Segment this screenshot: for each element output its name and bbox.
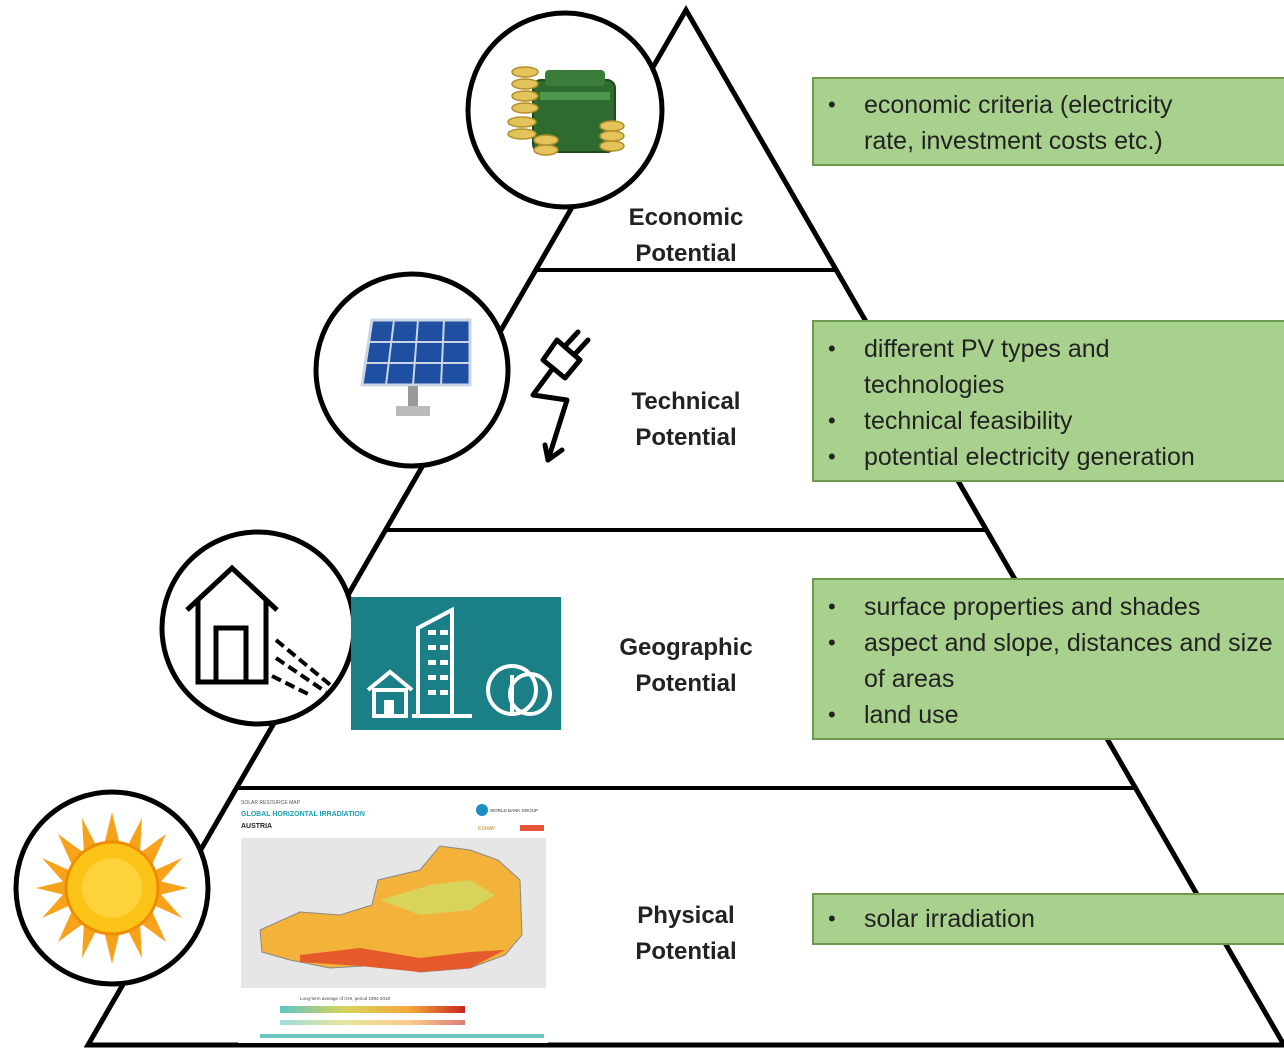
pyramid-outline xyxy=(83,5,1284,1048)
level-title-physical: Physical Potential xyxy=(586,898,786,970)
economic-criteria-box: economic criteria (electricity rate, inv… xyxy=(812,77,1284,166)
map-country: AUSTRIA xyxy=(241,823,272,830)
criteria-item: surface properties and shades xyxy=(828,589,1274,625)
world-bank-logo xyxy=(476,804,488,816)
buildings-icon xyxy=(351,597,561,730)
sun-icon xyxy=(13,789,211,987)
map-brand: WORLD BANK GROUP xyxy=(490,808,538,813)
plug-icon xyxy=(530,329,591,463)
criteria-item: land use xyxy=(828,697,1274,733)
title-line1: Economic xyxy=(628,204,744,231)
house-shade-icon xyxy=(159,529,357,727)
money-icon xyxy=(465,10,665,210)
geographic-criteria-box: surface properties and shades aspect and… xyxy=(812,578,1284,740)
criteria-item: solar irradiation xyxy=(828,901,1284,937)
physical-criteria-box: solar irradiation xyxy=(812,893,1284,945)
criteria-item: economic criteria (electricity rate, inv… xyxy=(828,87,1224,159)
map-header-small: SOLAR RESOURCE MAP xyxy=(241,800,301,806)
criteria-item: potential electricity generation xyxy=(828,439,1274,475)
level-title-economic: Economic Potential xyxy=(586,200,786,272)
technical-criteria-box: different PV types and technologies tech… xyxy=(812,320,1284,482)
map-legend-caption: Long-term average of GHI, period 1994-20… xyxy=(300,996,391,1001)
title-line1: Physical xyxy=(637,902,735,929)
level-title-geographic: Geographic Potential xyxy=(586,630,786,702)
criteria-item: technical feasibility xyxy=(828,403,1274,439)
title-line2: Potential xyxy=(635,424,737,451)
title-line2: Potential xyxy=(635,670,737,697)
criteria-item: aspect and slope, distances and size of … xyxy=(828,625,1274,697)
map-title: GLOBAL HORIZONTAL IRRADIATION xyxy=(241,811,365,818)
map-brand2: ESMAP xyxy=(478,826,496,832)
title-line1: Technical xyxy=(631,388,741,415)
solar-panel-icon xyxy=(313,271,511,469)
title-line1: Geographic xyxy=(619,634,753,661)
level-title-technical: Technical Potential xyxy=(586,384,786,456)
criteria-item: different PV types and technologies xyxy=(828,331,1164,403)
title-line2: Potential xyxy=(635,938,737,965)
irradiation-map: SOLAR RESOURCE MAP GLOBAL HORIZONTAL IRR… xyxy=(238,797,548,1043)
title-line2: Potential xyxy=(635,240,737,267)
